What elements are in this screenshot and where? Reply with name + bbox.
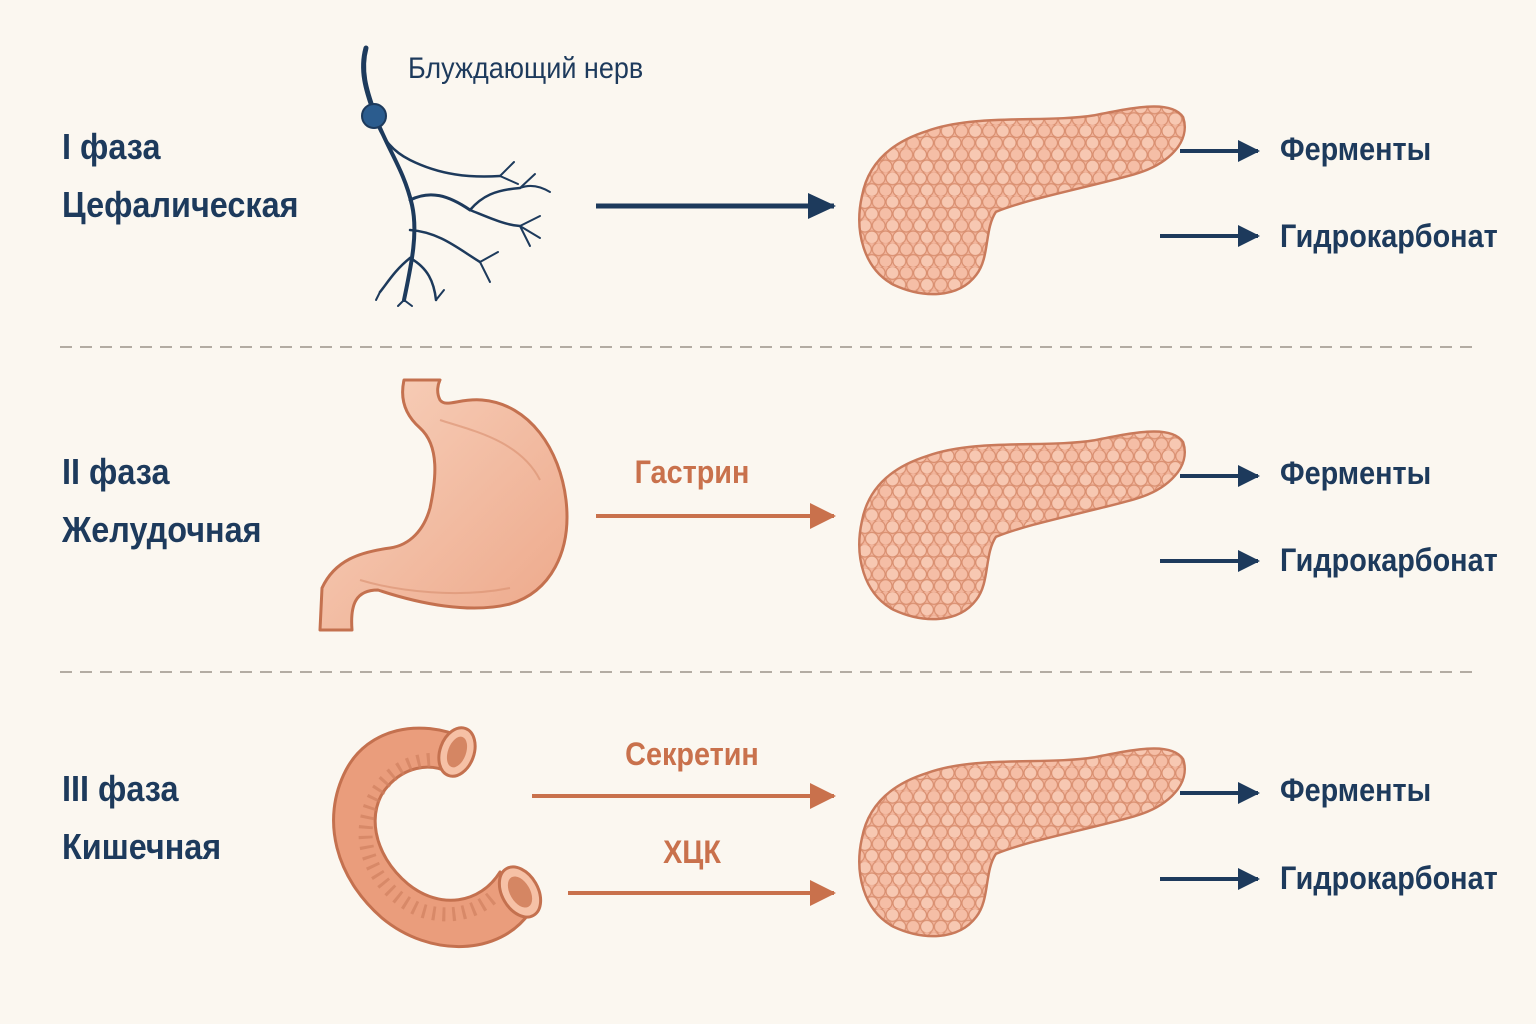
phase-number-label: II фаза xyxy=(62,451,170,492)
phase-title: II фаза Желудочная xyxy=(62,443,262,559)
output-label-bicarbonate: Гидрокарбонат xyxy=(1280,542,1498,578)
phase-number-label: I фаза xyxy=(62,126,161,167)
output-label-enzymes: Ферменты xyxy=(1280,455,1432,491)
phase-name-label: Желудочная xyxy=(62,509,262,550)
phase-number-label: III фаза xyxy=(62,768,179,809)
hormone-label: ХЦК xyxy=(663,834,721,870)
output-label-bicarbonate: Гидрокарбонат xyxy=(1280,218,1498,254)
output-label-enzymes: Ферменты xyxy=(1280,131,1432,167)
pancreas-icon xyxy=(858,430,1187,621)
hormone-label: Гастрин xyxy=(634,454,750,490)
output-label-bicarbonate: Гидрокарбонат xyxy=(1280,860,1498,896)
duodenum-icon xyxy=(332,726,543,948)
vagus-nerve-icon xyxy=(361,45,551,307)
pancreas-icon xyxy=(858,105,1187,296)
pancreas-icon xyxy=(858,747,1187,938)
phase-title: III фаза Кишечная xyxy=(62,760,221,876)
phase-name-label: Кишечная xyxy=(62,826,222,867)
output-label-enzymes: Ферменты xyxy=(1280,772,1432,808)
phase-title: I фаза Цефалическая xyxy=(62,118,299,234)
hormone-label: Секретин xyxy=(625,736,759,772)
nerve-label: Блуждающий нерв xyxy=(408,52,644,85)
nerve-ganglion-icon xyxy=(361,103,387,129)
phase-name-label: Цефалическая xyxy=(62,184,299,225)
stomach-icon xyxy=(318,378,569,632)
